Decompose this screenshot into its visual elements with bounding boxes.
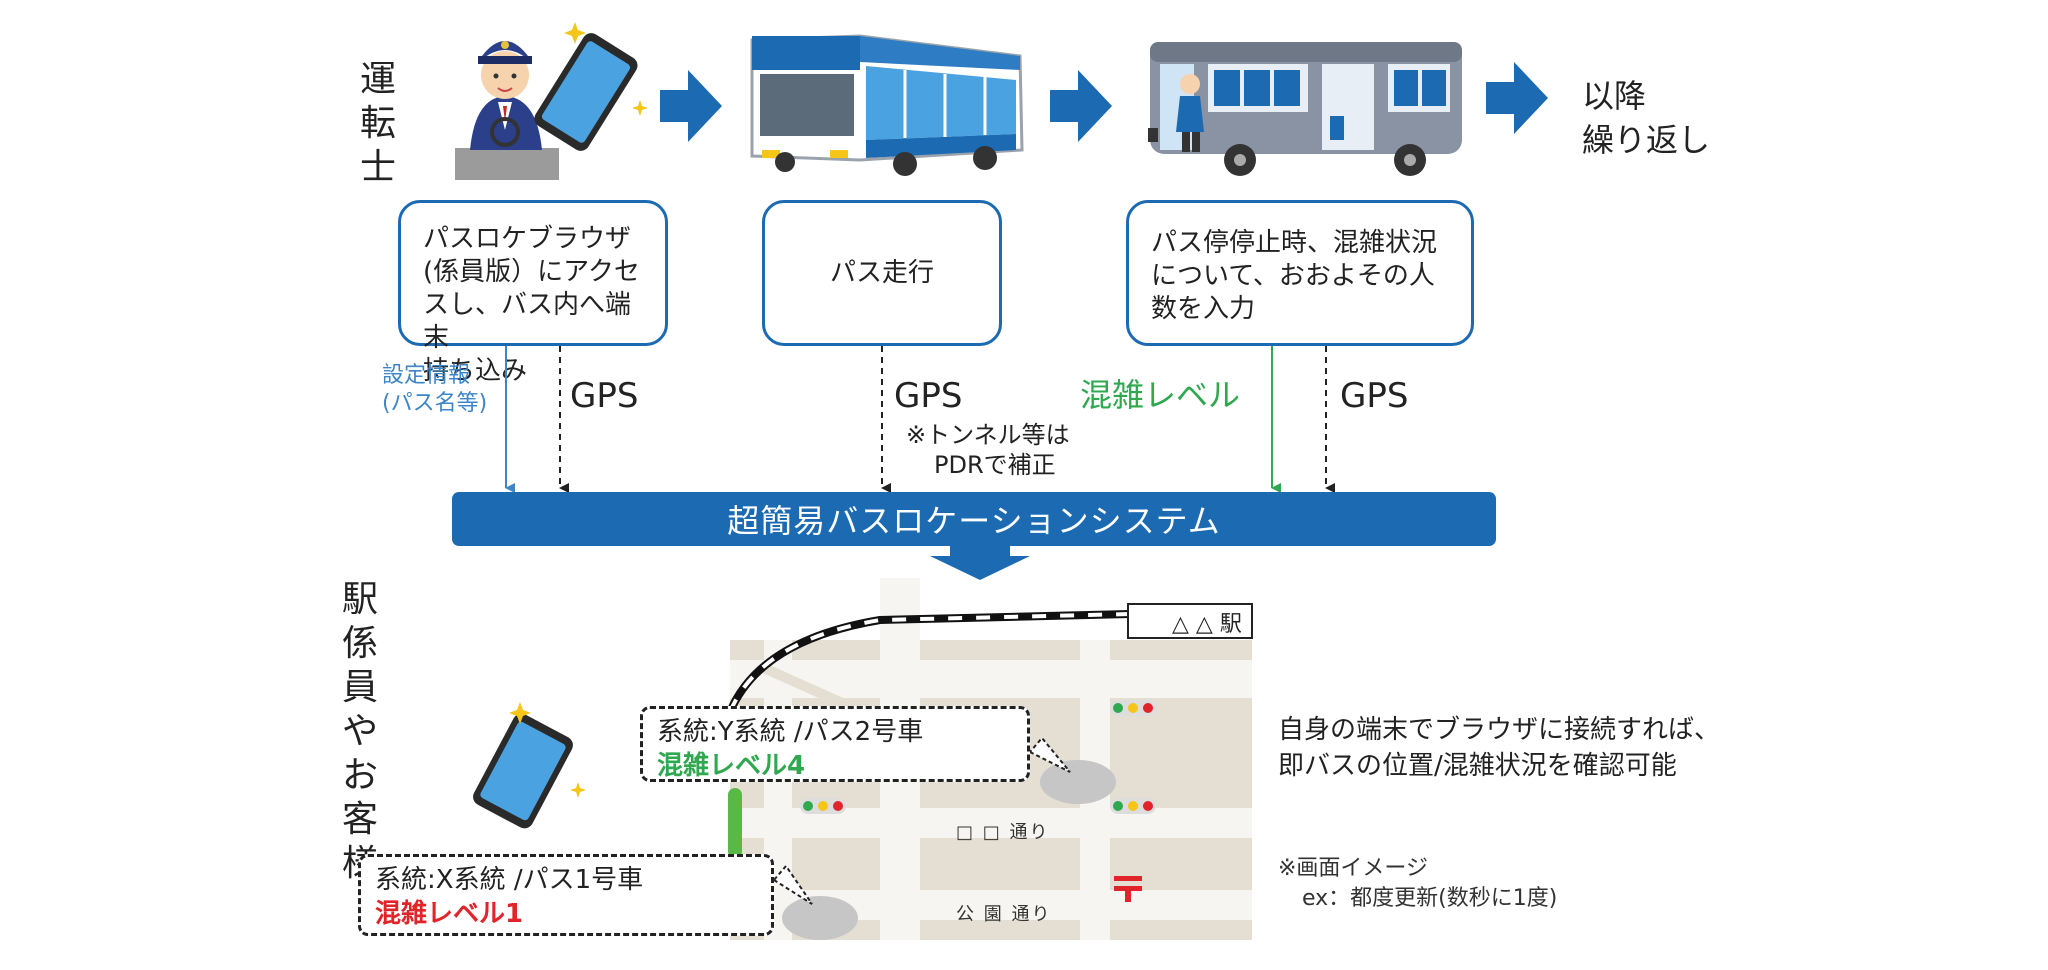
step-box-input-congestion: パス停停止時、混雑状況 について、おおよその人 数を入力 — [1126, 200, 1474, 346]
gps-label: GPS — [894, 376, 963, 416]
top-illustrations — [455, 22, 1548, 180]
driver-label: 運 転 士 — [358, 58, 398, 190]
driver-illustration — [455, 41, 559, 180]
driver-label-char: 転 — [359, 103, 396, 144]
gps-label: GPS — [1340, 376, 1409, 416]
arrow-right-icon — [1486, 62, 1548, 134]
park-strip — [728, 788, 742, 858]
tunnel-pdr-note: ※トンネル等は PDRで補正 — [906, 420, 1070, 480]
staff-label-char: 係 — [341, 623, 378, 664]
bus-y-marker — [1040, 760, 1116, 804]
access-note-line: 自身の端末でブラウザに接続すれば、 — [1278, 715, 1721, 745]
station-label: △ △ 駅 — [1172, 612, 1242, 637]
step-text-line: パス走行 — [829, 257, 934, 288]
post-office-icon — [1114, 876, 1142, 902]
step-text-line: 数を入力 — [1151, 294, 1256, 324]
step-box-bus-running: パス走行 — [762, 200, 1002, 346]
repeat-label: 以降 繰り返し — [1582, 74, 1710, 162]
arrow-right-icon — [660, 70, 722, 142]
traffic-light-icon — [800, 798, 846, 814]
road-label: 公 園 通り — [956, 904, 1052, 925]
settings-info-line: 設定情報 — [382, 363, 471, 388]
step-text-line: (係員版）にアクセ — [423, 257, 640, 287]
image-note-line: ※画面イメージ — [1278, 856, 1428, 881]
staff-label-char: 客 — [341, 799, 378, 840]
step-text-line: スし、バス内へ端末 — [423, 290, 632, 353]
staff-label-char: お — [341, 755, 378, 796]
settings-info-line: (パス名等) — [382, 391, 488, 416]
screen-image-note: ※画面イメージ ex：都度更新(数秒に1度) — [1278, 854, 1557, 914]
system-bar: 超簡易バスロケーションシステム — [452, 492, 1496, 546]
step-box-access-browser: パスロケブラウザ (係員版）にアクセ スし、バス内へ端末 持ち込み — [398, 200, 668, 386]
image-note-line: ex：都度更新(数秒に1度) — [1302, 886, 1558, 911]
smartphone-illustration-bottom — [473, 702, 586, 829]
road-label: □ □ 通り — [956, 822, 1050, 843]
repeat-label-line: 繰り返し — [1582, 121, 1711, 159]
bus-x-congestion: 混雑レベル1 — [375, 899, 524, 929]
flow-lines — [505, 346, 1335, 580]
staff-label-char: 員 — [341, 667, 378, 708]
tunnel-note-line: PDRで補正 — [934, 451, 1056, 479]
step-text-line: について、おおよその人 — [1151, 261, 1435, 291]
traffic-light-icon — [1110, 798, 1156, 814]
staff-label-char: や — [341, 711, 378, 752]
system-name: 超簡易バスロケーションシステム — [727, 502, 1221, 540]
gps-label: GPS — [570, 376, 639, 416]
station-box — [1127, 603, 1253, 639]
driver-label-char: 運 — [359, 59, 396, 100]
staff-label-char: 駅 — [341, 579, 378, 620]
smartphone-illustration-top — [534, 22, 648, 151]
traffic-light-icon — [1110, 700, 1156, 716]
step-text-line: パスロケブラウザ — [423, 224, 632, 254]
callout-tail — [1028, 736, 1071, 773]
bus-x-marker — [782, 896, 858, 940]
access-note: 自身の端末でブラウザに接続すれば、 即バスの位置/混雑状況を確認可能 — [1278, 712, 1720, 784]
bus-y-congestion: 混雑レベル4 — [657, 751, 806, 781]
arrow-down-icon — [930, 546, 1030, 580]
settings-info-label: 設定情報 (パス名等) — [382, 362, 487, 418]
step-text-line: パス停停止時、混雑状況 — [1151, 228, 1438, 258]
repeat-label-line: 以降 — [1582, 77, 1647, 115]
bus-y-callout: 系統:Y系統 /パス2号車 混雑レベル4 — [640, 706, 1030, 782]
driver-label-char: 士 — [359, 147, 396, 188]
bus-y-route: 系統:Y系統 /パス2号車 — [657, 717, 924, 747]
callout-tail — [772, 864, 813, 905]
access-note-line: 即バスの位置/混雑状況を確認可能 — [1278, 751, 1677, 781]
congestion-level-label: 混雑レベル — [1080, 376, 1241, 414]
bus-illustration — [750, 34, 1024, 176]
step-text-line: 持ち込み — [423, 356, 528, 386]
arrow-right-icon — [1050, 70, 1112, 142]
bus-x-route: 系統:X系統 /パス1号車 — [375, 865, 644, 895]
bus-side-illustration — [1148, 42, 1462, 176]
railway — [726, 610, 1131, 714]
tunnel-note-line: ※トンネル等は — [906, 421, 1070, 449]
bus-x-callout: 系統:X系統 /パス1号車 混雑レベル1 — [358, 854, 774, 936]
